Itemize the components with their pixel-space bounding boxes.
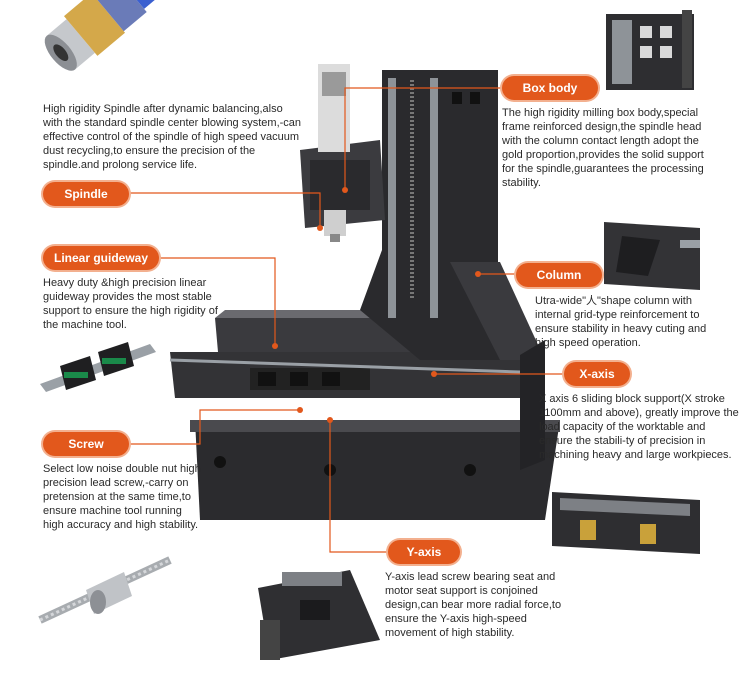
spindle-description: High rigidity Spindle after dynamic bala…	[43, 103, 302, 171]
machine-base	[195, 420, 560, 520]
y-axis-label: Y-axis	[388, 540, 460, 564]
box-body-label: Box body	[502, 76, 598, 100]
column-description: Utra-wide"人"shape column with internal g…	[535, 295, 707, 349]
x-axis-description: X axis 6 sliding block support(X stroke …	[539, 393, 739, 461]
screw-label: Screw	[43, 432, 129, 456]
spindle-label: Spindle	[43, 182, 129, 206]
screw-description: Select low noise double nut high precisi…	[43, 463, 201, 531]
x-axis-label: X-axis	[564, 362, 630, 386]
linear-guideway-description: Heavy duty &high precision linear guidew…	[43, 277, 218, 331]
box-body-description: The high rigidity milling box body,speci…	[502, 107, 704, 189]
linear-guideway-label: Linear guideway	[43, 246, 159, 270]
y-axis-description: Y-axis lead screw bearing seat and motor…	[385, 571, 562, 639]
column-label: Column	[516, 263, 602, 287]
